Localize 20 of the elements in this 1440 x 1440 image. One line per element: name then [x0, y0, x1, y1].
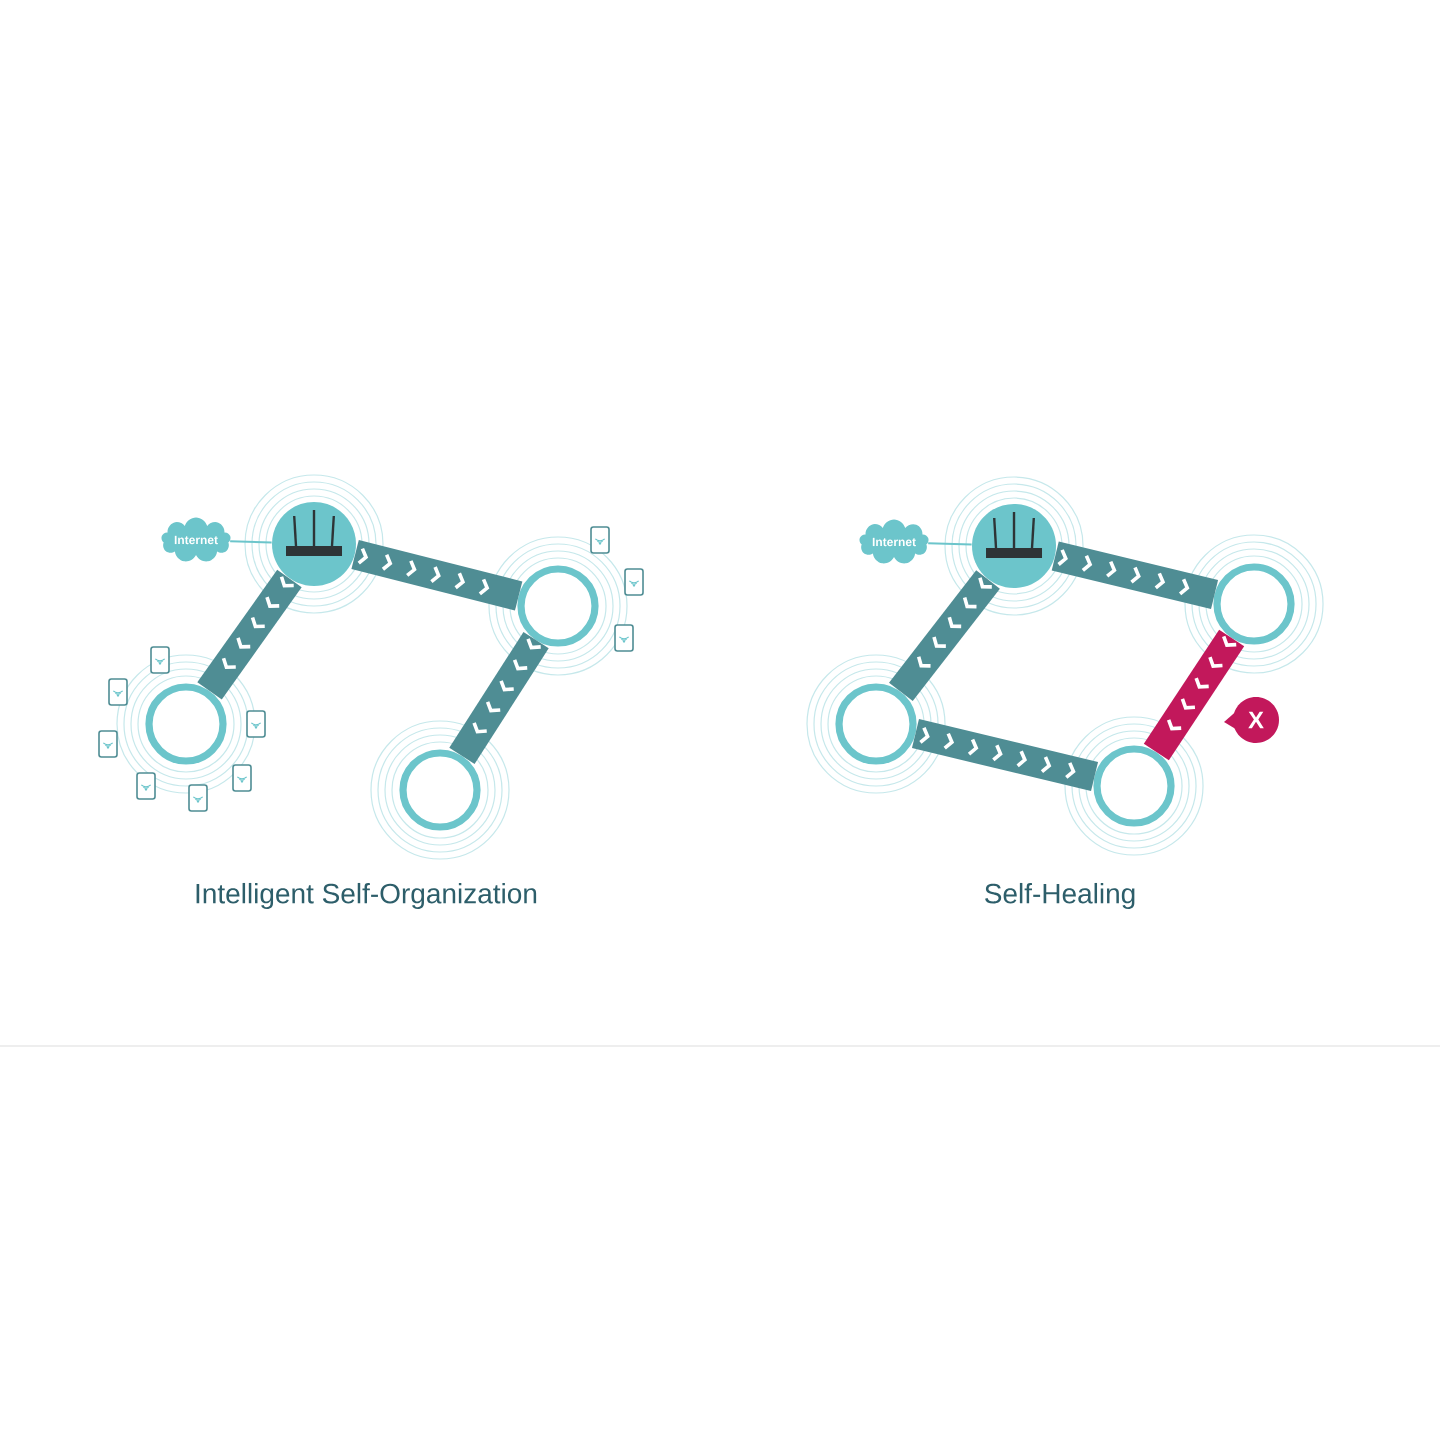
- link-band: [197, 569, 302, 700]
- access-point-icon: [1093, 745, 1175, 827]
- error-badge: X: [1224, 697, 1279, 743]
- router-icon: [272, 502, 356, 586]
- router-icon: [972, 504, 1056, 588]
- access-point-icon: [835, 683, 917, 765]
- caption: Self-Healing: [985, 882, 1135, 910]
- access-point-icon: [517, 565, 599, 647]
- link-band: [1143, 629, 1245, 761]
- access-point-icon: [145, 683, 227, 765]
- link-band: [1051, 541, 1219, 610]
- link-band: [351, 539, 523, 611]
- link-band: [889, 570, 1000, 702]
- caption: Intelligent Self-Organization: [196, 882, 537, 910]
- link-band: [449, 632, 549, 764]
- connector-line: [229, 540, 273, 544]
- link-band: [912, 718, 1099, 792]
- access-point-icon: [399, 749, 481, 831]
- connector-line: [927, 542, 973, 546]
- access-point-icon: [1213, 563, 1295, 645]
